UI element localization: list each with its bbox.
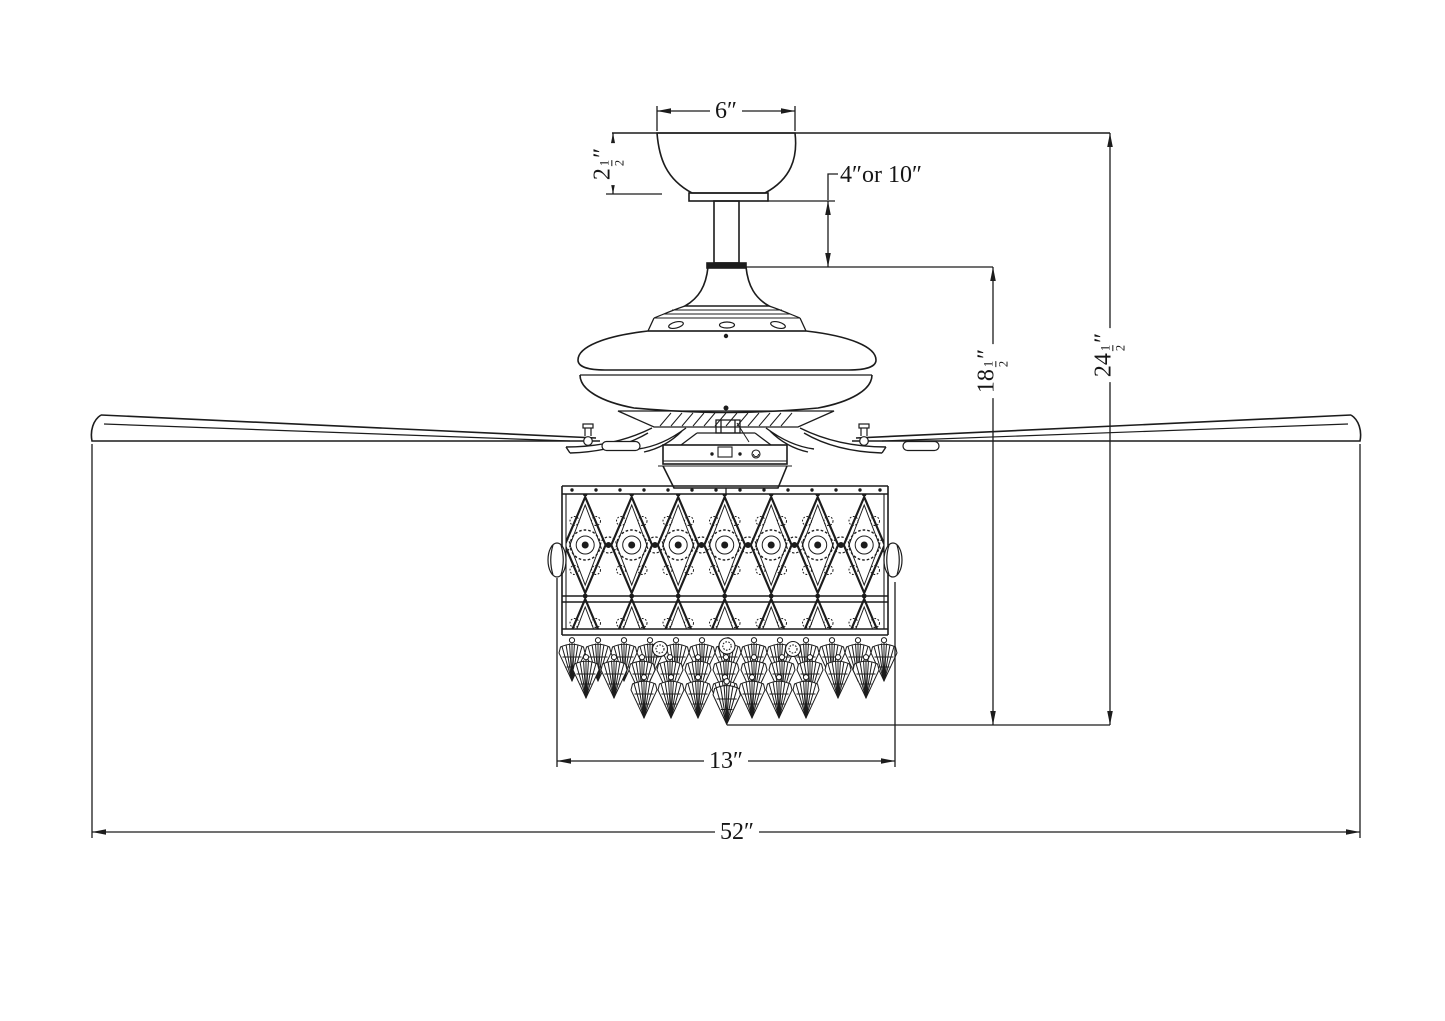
dim-fan-height [990,267,996,725]
blade-sweep-label: 52″ [715,819,759,845]
downrod [706,200,747,269]
downrod-length-label: 4″or 10″ [838,162,927,188]
dim-light-width [556,578,896,767]
light-kit-drum [547,485,903,636]
blade-irons [565,423,940,454]
canopy-width-label: 6″ [710,98,742,124]
dim-overall-height [1107,133,1113,725]
motor-housing [577,266,877,428]
blade-right [852,414,1362,442]
drum-rivets [570,488,882,492]
crystal-pendants [558,636,898,726]
canopy [656,132,797,202]
switch-housing [658,419,792,494]
drum-side-crystal-left [547,542,567,578]
pendant-rosettes [651,637,802,658]
blade-left [90,414,600,442]
drum-side-crystal-right [883,542,903,578]
dim-downrod [767,173,839,267]
light-kit-width-label: 13″ [704,748,748,774]
blade-bolt-left [582,423,594,446]
blade-bolt-right [858,423,870,446]
